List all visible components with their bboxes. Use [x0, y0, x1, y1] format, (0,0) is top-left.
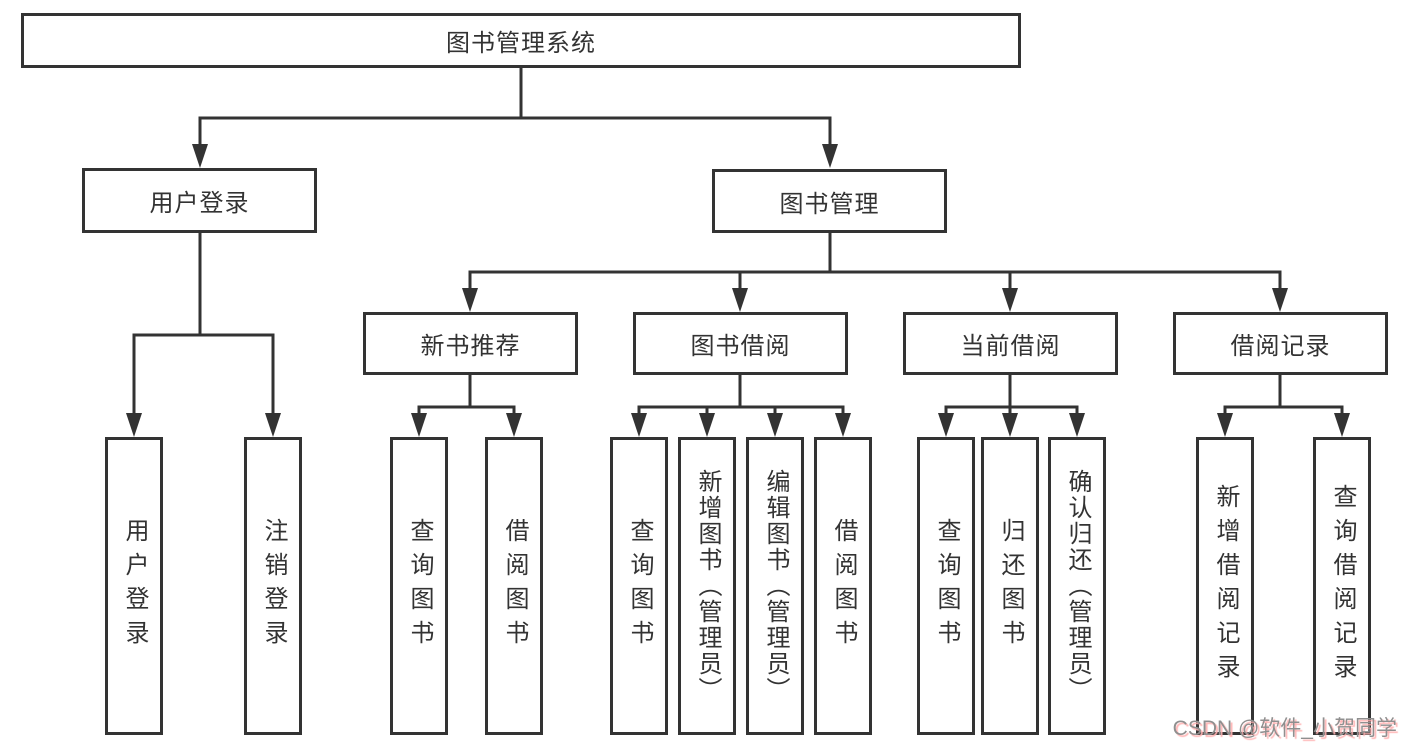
arrowhead [1217, 413, 1233, 437]
arrowhead [1069, 413, 1085, 437]
leaf-edit-books-admin: 编辑图书（管理员） [746, 437, 804, 735]
node-borrowing-records: 借阅记录 [1173, 312, 1388, 375]
leaf-return-books: 归还图书 [981, 437, 1039, 735]
arrowhead [265, 413, 281, 437]
arrowhead [1334, 413, 1350, 437]
csdn-watermark: CSDN @软件_小贺同学 [1172, 717, 1397, 740]
leaf-add-books-admin: 新增图书（管理员） [678, 437, 736, 735]
connector-new-book-recommend-children [417, 373, 516, 417]
arrowhead [732, 288, 748, 312]
connector-borrowing-records-children [1223, 373, 1344, 417]
leaf-borrow-books-recommend: 借阅图书 [485, 437, 543, 735]
leaf-query-books-recommend: 查询图书 [390, 437, 448, 735]
node-book-management: 图书管理 [712, 169, 947, 233]
arrowhead [699, 413, 715, 437]
arrowhead [938, 413, 954, 437]
node-root: 图书管理系统 [21, 13, 1021, 68]
node-user-login: 用户登录 [82, 168, 317, 233]
arrowhead [631, 413, 647, 437]
arrowhead [411, 413, 427, 437]
node-current-borrowing: 当前借阅 [903, 312, 1118, 375]
leaf-user-login: 用户登录 [105, 437, 163, 735]
connector-book-borrowing-children [637, 373, 845, 417]
arrowhead [1002, 413, 1018, 437]
leaf-borrow-books: 借阅图书 [814, 437, 872, 735]
arrowhead [126, 413, 142, 437]
arrowhead [462, 288, 478, 312]
node-new-book-recommend: 新书推荐 [363, 312, 578, 375]
leaf-logout: 注销登录 [244, 437, 302, 735]
leaf-query-books-borrowing: 查询图书 [610, 437, 668, 735]
arrowhead [1002, 288, 1018, 312]
arrowhead [1272, 288, 1288, 312]
arrowhead [767, 413, 783, 437]
leaf-query-borrow-record: 查询借阅记录 [1313, 437, 1371, 735]
connector-root-to-level2 [198, 66, 832, 148]
connector-book-management-modules [468, 231, 1282, 292]
connector-current-borrowing-children [944, 373, 1079, 417]
arrowhead [822, 144, 838, 168]
leaf-confirm-return-admin: 确认归还（管理员） [1048, 437, 1106, 735]
arrowhead [192, 144, 208, 168]
leaf-add-borrow-record: 新增借阅记录 [1196, 437, 1254, 735]
arrowhead [506, 413, 522, 437]
arrowhead [835, 413, 851, 437]
node-book-borrowing: 图书借阅 [633, 312, 848, 375]
connector-user-login-children [132, 231, 275, 417]
leaf-query-books-current: 查询图书 [917, 437, 975, 735]
